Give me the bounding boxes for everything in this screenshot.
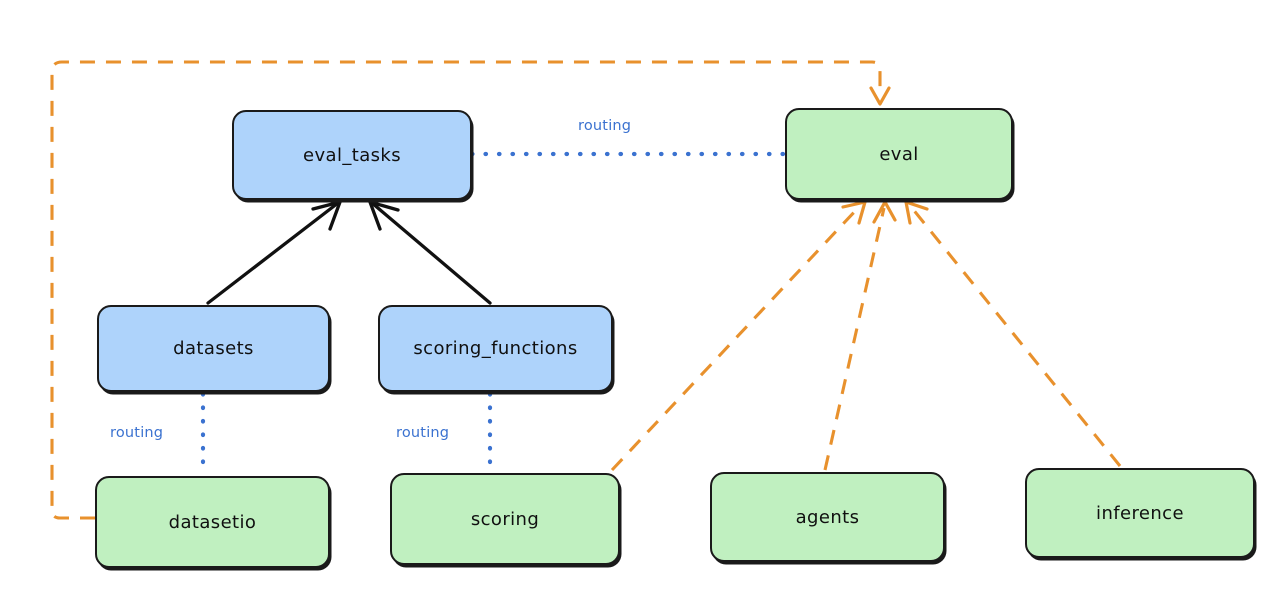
edge-scoring_functions-to-eval_tasks [370, 201, 492, 305]
node-label-scoring: scoring [470, 508, 540, 530]
node-label-inference: inference [1096, 502, 1184, 524]
node-datasets[interactable]: datasets [97, 305, 330, 392]
node-label-datasets: datasets [173, 338, 254, 359]
arrowhead-scoring_functions-to-eval_tasks [368, 200, 400, 231]
node-label-scoring-functions: scoring_functions [413, 338, 578, 359]
edge-scoring-to-eval [610, 206, 860, 472]
edge-datasets-to-eval_tasks [206, 201, 340, 305]
node-scoring-functions[interactable]: scoring_functions [378, 305, 613, 392]
arrowhead-datasetio-to-eval [869, 86, 891, 106]
node-label-eval: eval [879, 143, 919, 165]
arrowhead-datasets-to-eval_tasks [311, 200, 342, 231]
node-eval[interactable]: eval [785, 108, 1013, 200]
node-agents[interactable]: agents [710, 472, 945, 562]
node-inference[interactable]: inference [1025, 468, 1255, 558]
arrowhead-scoring-to-eval [841, 200, 867, 225]
arrowhead-inference-to-eval [904, 200, 929, 225]
arrowhead-agents-to-eval [872, 200, 897, 224]
node-label-datasetio: datasetio [168, 511, 257, 533]
edge-inference-to-eval [910, 207, 1122, 467]
node-scoring[interactable]: scoring [390, 473, 620, 565]
node-label-agents: agents [795, 506, 860, 528]
node-eval-tasks[interactable]: eval_tasks [232, 110, 472, 200]
edge-label-routing-scoring-functions: routing [396, 425, 450, 441]
edge-agents-to-eval [823, 207, 886, 471]
edge-label-routing-eval-tasks: routing [578, 118, 632, 134]
edge-label-routing-datasets: routing [110, 425, 164, 441]
node-label-eval-tasks: eval_tasks [302, 144, 402, 166]
node-datasetio[interactable]: datasetio [95, 476, 330, 568]
